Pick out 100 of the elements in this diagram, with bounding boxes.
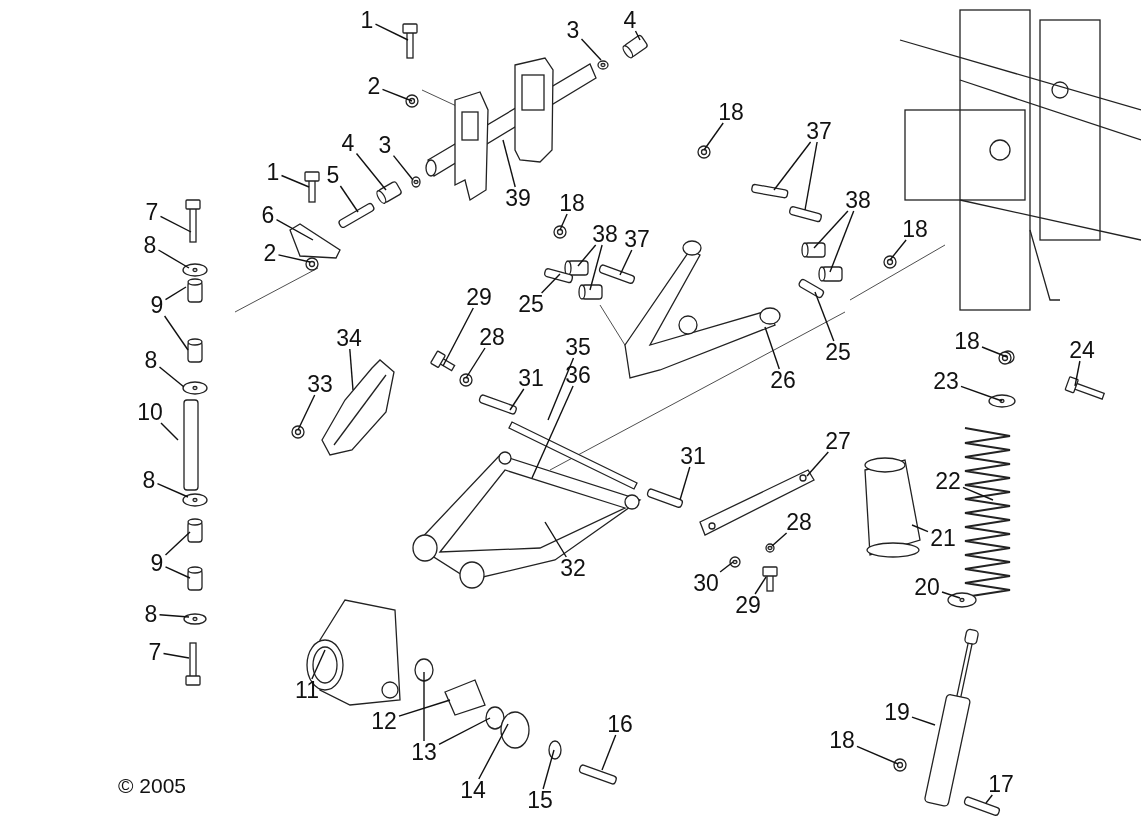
leader-line [754,576,767,595]
callout-number: 27 [824,429,852,453]
leader-line [619,249,633,276]
leader-line [277,254,311,263]
callout-number: 18 [953,329,981,353]
leader-line [589,244,603,291]
leader-line [889,239,907,261]
leader-line [601,734,617,771]
leader-line [829,210,855,273]
callout-number: 2 [366,74,382,98]
leader-line [374,23,409,41]
leader-line [339,185,359,213]
callout-number: 17 [987,772,1015,796]
leader-line [814,291,835,342]
bolt [304,171,320,203]
callout-number: 8 [141,468,157,492]
callout-number: 5 [325,163,341,187]
leader-line [580,38,602,61]
leader-line [355,152,387,191]
copyright-note: © 2005 [118,774,187,798]
leader-line [806,451,829,477]
callout-number: 29 [465,285,493,309]
callout-number: 11 [294,678,320,702]
callout-number: 36 [564,363,592,387]
callout-number: 18 [717,100,745,124]
callout-number: 31 [517,366,545,390]
leader-line [164,566,191,579]
callout-number: 1 [265,160,281,184]
leader-line [465,347,486,379]
leader-line [297,394,316,431]
callout-number: 24 [1068,338,1096,362]
leader-line [764,326,780,370]
callout-number: 8 [143,348,159,372]
callout-number: 14 [459,778,487,802]
leader-line [577,244,597,267]
leader-line [634,30,641,41]
leader-line [381,88,413,102]
callout-number: 20 [913,575,941,599]
leader-line [962,486,994,501]
leader-line [398,699,451,717]
leader-line [156,483,189,498]
leader-line [164,286,187,301]
callout-number: 28 [785,510,813,534]
callout-number: 8 [143,602,159,626]
washer [182,381,208,395]
leader-line [478,723,509,780]
leader-line [349,348,354,391]
leader-line [164,531,191,556]
callout-number: 21 [929,526,957,550]
callout-number: 7 [144,200,160,224]
leader-line [703,122,724,151]
leader-line [547,357,575,421]
leader-line [856,745,899,765]
callout-number: 9 [149,293,165,317]
leader-line [280,174,310,188]
callout-number: 33 [306,372,334,396]
callout-number: 39 [504,186,532,210]
leader-line [804,141,818,211]
leader-line [911,716,936,726]
leader-line [679,466,691,501]
leader-line [162,652,190,659]
leader-line [158,614,190,618]
leader-line [771,532,788,547]
callout-number: 13 [410,740,438,764]
leader-line [911,524,929,533]
leader-line [719,561,734,573]
leader-line [544,521,567,558]
callout-number: 22 [934,469,962,493]
callout-number: 10 [136,400,164,424]
leader-line [1074,360,1081,387]
callout-number: 38 [844,188,872,212]
leader-line [941,591,961,599]
callout-number: 25 [517,292,545,316]
callout-number: 15 [526,788,554,812]
leader-line [981,346,1008,358]
callout-number: 28 [478,325,506,349]
leader-line [159,215,192,233]
callout-number: 18 [901,217,929,241]
callout-number: 4 [622,8,638,32]
callout-number: 8 [142,233,158,257]
callout-number: 1 [359,8,375,32]
callout-number: 35 [564,335,592,359]
leader-line [392,154,414,181]
callout-number: 19 [883,700,911,724]
callout-number: 18 [828,728,856,752]
callout-number: 32 [559,556,587,580]
leader-line [559,213,568,231]
callout-number: 34 [335,326,363,350]
callout-number: 12 [370,709,398,733]
callout-number: 25 [824,340,852,364]
leader-line [540,273,561,294]
leader-line [502,139,516,188]
leader-line [442,307,474,367]
callout-number: 29 [734,593,762,617]
callout-number: 37 [805,119,833,143]
callout-number: 26 [769,368,797,392]
leader-line [985,794,993,804]
callout-number: 18 [558,191,586,215]
callout-number: 31 [679,444,707,468]
callout-number: 2 [262,241,278,265]
